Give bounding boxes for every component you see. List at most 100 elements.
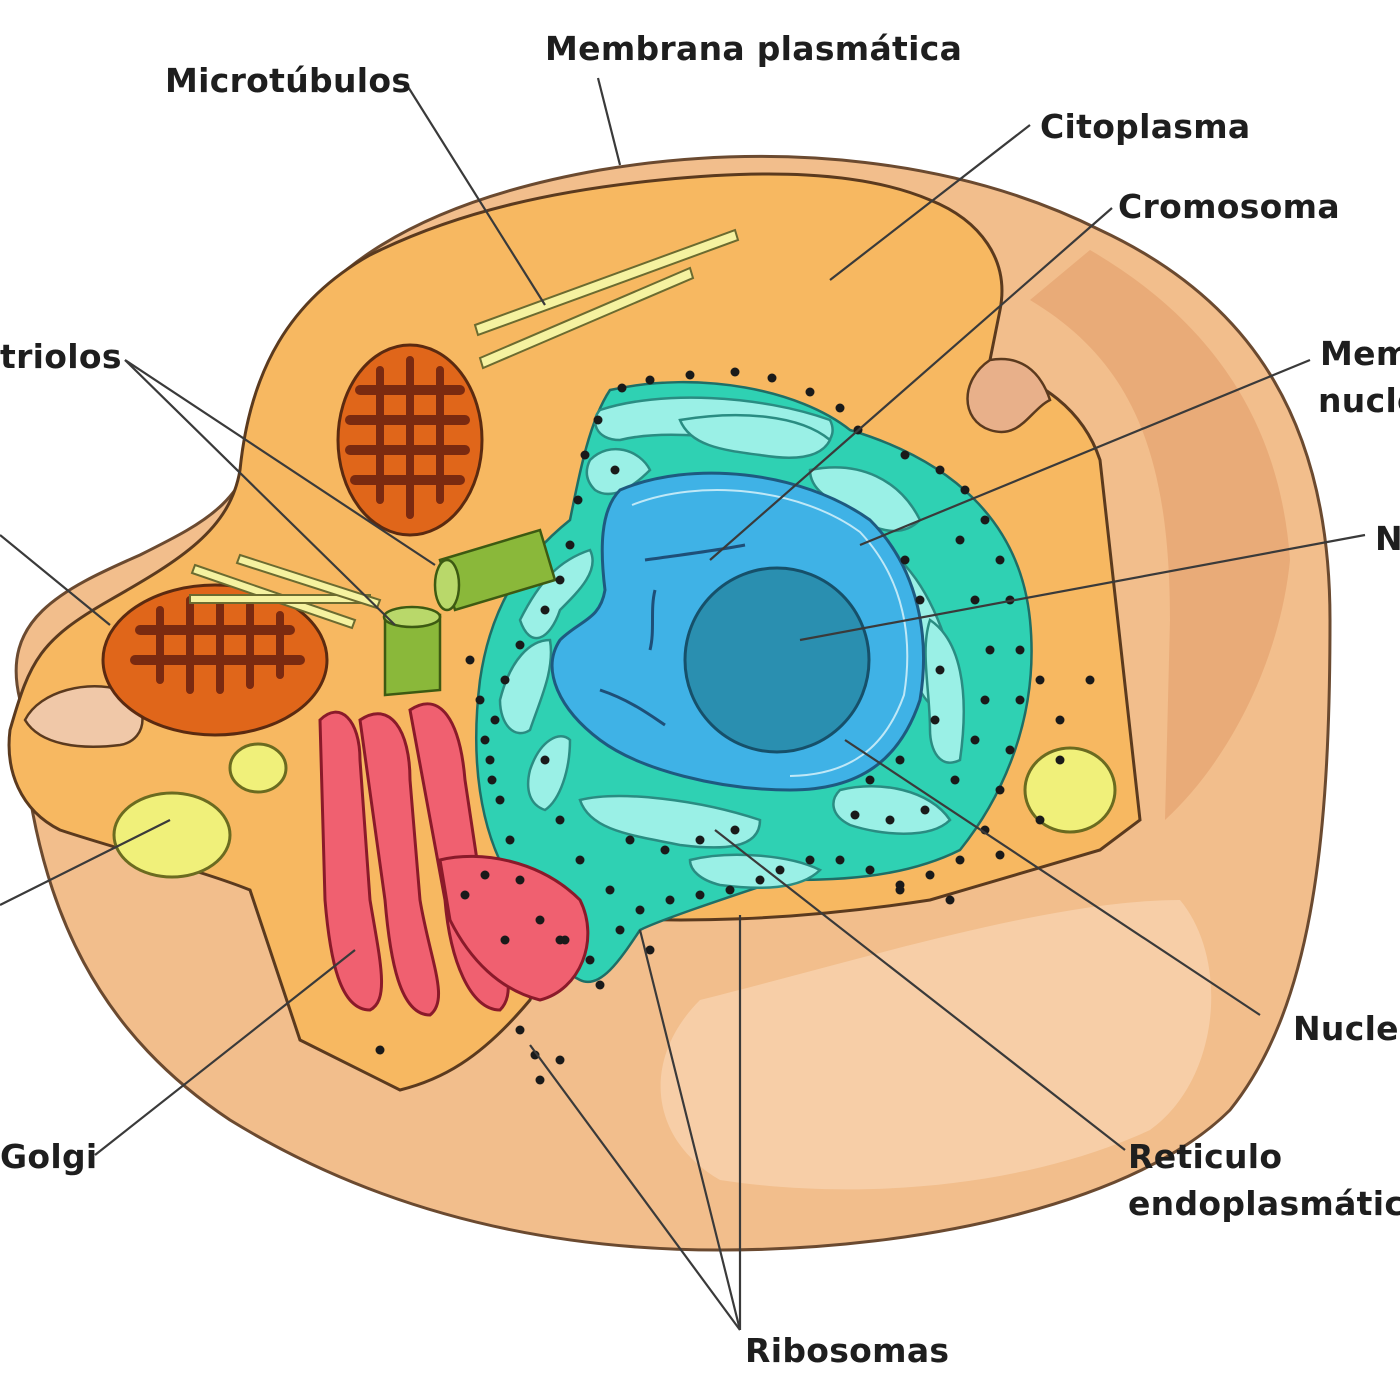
ribosome-dot [555, 815, 565, 825]
ribosome-dot [500, 935, 510, 945]
ribosome-dot [645, 375, 655, 385]
ribosome-dot [593, 415, 603, 425]
ribosome-dot [535, 1075, 545, 1085]
ribosome-dot [555, 1055, 565, 1065]
ribosome-dot [1015, 645, 1025, 655]
label-centriolos: triolos [0, 337, 122, 376]
ribosome-dot [900, 555, 910, 565]
ribosome-dot [540, 605, 550, 615]
ribosome-dot [485, 755, 495, 765]
ribosome-dot [935, 665, 945, 675]
ribosome-dot [1085, 675, 1095, 685]
ribosome-dot [955, 535, 965, 545]
ribosome-dot [515, 640, 525, 650]
ribosome-dot [995, 785, 1005, 795]
ribosome-dot [920, 805, 930, 815]
label-ribosomas: Ribosomas [745, 1331, 949, 1370]
cell-cut-wall [1030, 250, 1290, 820]
vesicles [112, 742, 1117, 879]
ribosome-dot [580, 450, 590, 460]
ribosome-dot [775, 865, 785, 875]
ribosome-dot [995, 850, 1005, 860]
ribosome-dot [645, 945, 655, 955]
ribosome-dot [535, 915, 545, 925]
ribosome-dot [465, 655, 475, 665]
ribosome-dot [487, 775, 497, 785]
cell-highlight [660, 900, 1212, 1190]
leader-lines [0, 77, 1366, 1331]
mitochondrion-1 [336, 343, 484, 537]
ribosome-dot [755, 875, 765, 885]
ribosome-dot [865, 865, 875, 875]
ribosome-dot [1055, 715, 1065, 725]
vacuole-notch [966, 357, 1052, 434]
label-microtubulos: Microtúbulos [165, 61, 411, 100]
ribosome-dot [530, 1050, 540, 1060]
ribosome-dot [730, 825, 740, 835]
ribosome-dot [505, 835, 515, 845]
ribosome-dot [767, 373, 777, 383]
ribosome-dot [850, 810, 860, 820]
ribosome-dot [585, 955, 595, 965]
ribosome-dot [970, 595, 980, 605]
ribosome-dot [945, 895, 955, 905]
ribosome-dot [660, 845, 670, 855]
ribosome-dot [970, 735, 980, 745]
ribosome-dot [610, 465, 620, 475]
ribosome-dot [475, 695, 485, 705]
ribosome-dot [555, 575, 565, 585]
ribosome-dot [935, 465, 945, 475]
label-nucleo: N [1375, 519, 1400, 558]
ribosome-dot [1005, 745, 1015, 755]
ribosome-dot [985, 645, 995, 655]
ribosome-dot [805, 855, 815, 865]
ribosome-dot [1035, 675, 1045, 685]
ribosome-dot [595, 980, 605, 990]
ribosome-dot [730, 367, 740, 377]
ribosome-dot [573, 495, 583, 505]
ribosome-dot [540, 755, 550, 765]
ribosome-dot [950, 775, 960, 785]
ribosome-dot [805, 387, 815, 397]
ribosome-dot [900, 450, 910, 460]
label-membrana-nuclear-line1: Mem [1320, 334, 1400, 373]
ribosome-dot [1035, 815, 1045, 825]
ribosome-dot [960, 485, 970, 495]
ribosome-dot [460, 890, 470, 900]
label-reticulo-line1: Reticulo [1128, 1137, 1282, 1176]
ribosome-dot [685, 370, 695, 380]
ribosome-dot [635, 905, 645, 915]
ribosome-dot [565, 540, 575, 550]
ribosome-dot [915, 595, 925, 605]
ribosome-dot [695, 890, 705, 900]
ribosome-dot [980, 515, 990, 525]
ribosome-dot [725, 885, 735, 895]
ribosome-dot [995, 555, 1005, 565]
left-vesicle [23, 685, 144, 748]
ribosomes [375, 367, 1095, 1085]
ribosome-dot [925, 870, 935, 880]
ribosome-dot [495, 795, 505, 805]
ribosome-dot [895, 885, 905, 895]
nucleolus [683, 566, 871, 754]
chromatin [599, 543, 746, 727]
ribosome-dot [885, 815, 895, 825]
ribosome-dot [515, 1025, 525, 1035]
centrioles [382, 528, 557, 697]
ribosome-dot [615, 925, 625, 935]
ribosome-dot [515, 875, 525, 885]
nucleus-inner-line [631, 489, 909, 777]
ribosome-dot [500, 675, 510, 685]
mitochondrion-2 [101, 583, 329, 737]
ribosome-dot [895, 755, 905, 765]
label-nucleolo: Nucle [1293, 1009, 1399, 1048]
ribosome-dot [490, 715, 500, 725]
ribosome-dot [695, 835, 705, 845]
ribosome-dot [865, 775, 875, 785]
ribosome-dot [617, 383, 627, 393]
label-golgi: Golgi [0, 1137, 98, 1176]
label-cromosoma: Cromosoma [1118, 187, 1340, 226]
ribosome-dot [1055, 755, 1065, 765]
